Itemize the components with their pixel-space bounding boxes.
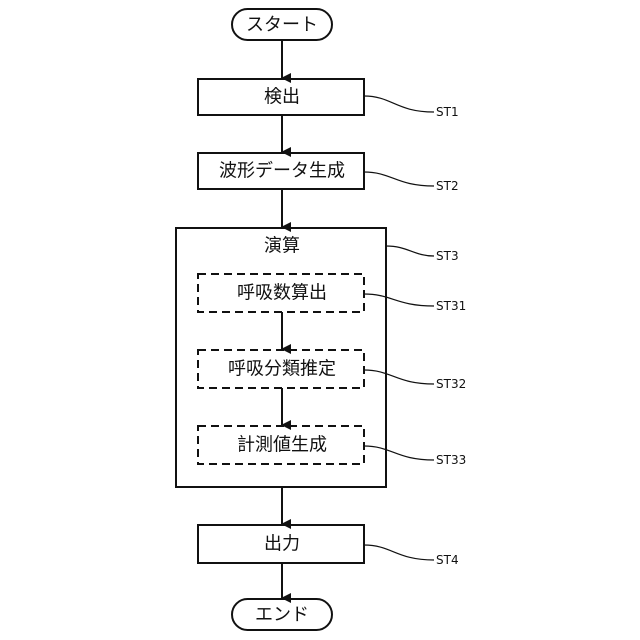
leader-st2: [364, 172, 434, 186]
output-label: 出力: [264, 534, 300, 555]
measure-label: 計測値生成: [237, 435, 327, 456]
waveform-label: 波形データ生成: [219, 161, 345, 182]
ref-st31: ST31: [436, 299, 466, 313]
leader-st31: [364, 294, 434, 306]
end-label: エンド: [255, 605, 309, 626]
ref-st2: ST2: [436, 179, 459, 193]
leader-st1: [364, 96, 434, 112]
ref-st32: ST32: [436, 377, 466, 391]
start-label: スタート: [246, 15, 318, 36]
leader-st33: [364, 446, 434, 460]
leader-st3: [386, 246, 434, 256]
resp-class-label: 呼吸分類推定: [228, 359, 336, 380]
leader-st32: [364, 370, 434, 384]
ref-st33: ST33: [436, 453, 466, 467]
ref-st4: ST4: [436, 553, 459, 567]
ref-st3: ST3: [436, 249, 459, 263]
leader-st4: [364, 545, 434, 560]
compute-label: 演算: [264, 236, 300, 257]
resp-count-label: 呼吸数算出: [237, 283, 327, 304]
ref-st1: ST1: [436, 105, 459, 119]
detect-label: 検出: [264, 87, 300, 108]
